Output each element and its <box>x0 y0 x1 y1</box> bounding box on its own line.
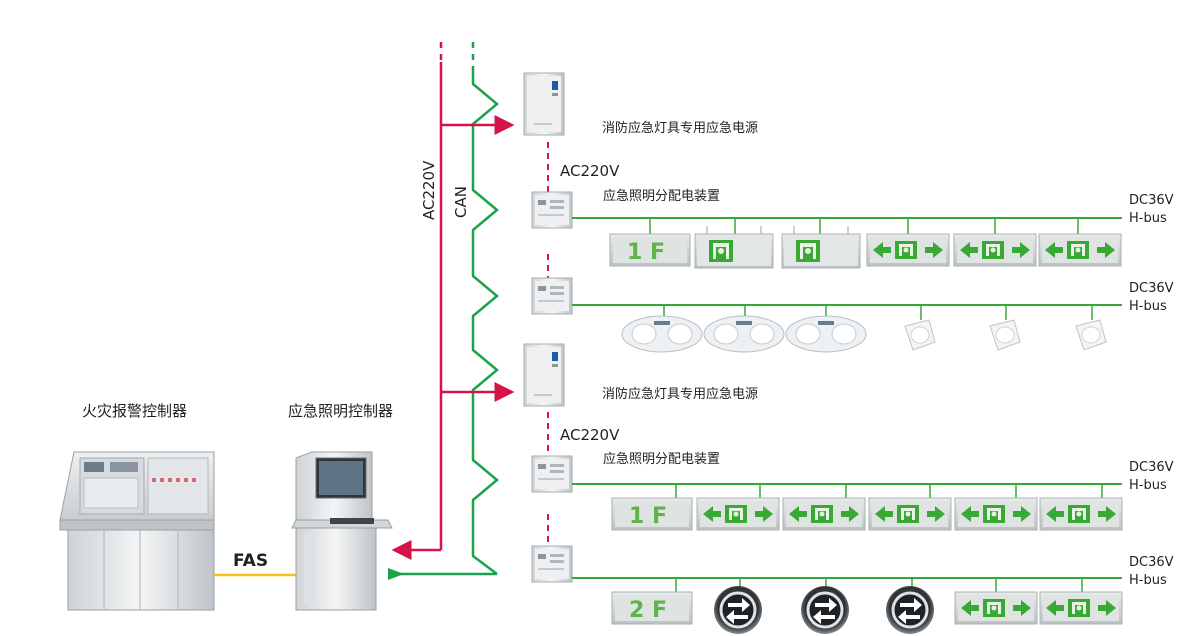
floor-sign-2f-row4: 2 F <box>611 591 693 625</box>
row1-drops <box>649 218 1079 234</box>
bidirectional-exit-sign-1 <box>866 233 950 267</box>
bus-type-2: H-bus <box>1129 299 1167 314</box>
power-supply-label-1: 消防应急灯具专用应急电源 <box>602 120 758 136</box>
distribution-label-1: 应急照明分配电装置 <box>603 188 720 204</box>
downlight-3 <box>1075 319 1107 351</box>
fire-alarm-controller-console <box>59 451 215 611</box>
twin-head-emergency-lamp-2 <box>703 315 785 353</box>
emergency-lighting-controller-console <box>291 451 393 611</box>
bus-type-3: H-bus <box>1129 478 1167 493</box>
round-direction-sign-1 <box>712 584 764 636</box>
downlight-2 <box>989 319 1021 351</box>
fire-alarm-controller-label: 火灾报警控制器 <box>82 402 187 420</box>
bus-voltage-4: DC36V <box>1129 555 1174 570</box>
hanging-exit-sign-2 <box>781 225 861 269</box>
fas-label: FAS <box>233 551 268 571</box>
twin-head-emergency-lamp-1 <box>621 315 703 353</box>
distribution-device-2 <box>531 277 573 315</box>
emergency-lighting-controller-label: 应急照明控制器 <box>288 402 393 420</box>
bidirectional-exit-sign-3 <box>1038 233 1122 267</box>
exit-sign-row4-1 <box>954 591 1038 625</box>
downlight-1 <box>904 319 936 351</box>
ac-vertical-label: AC220V <box>420 160 438 220</box>
can-controller-arrowhead <box>388 568 404 580</box>
bus-type-4: H-bus <box>1129 573 1167 588</box>
distribution-device-1 <box>531 191 573 229</box>
exit-sign-row4-2 <box>1039 591 1123 625</box>
bidirectional-exit-sign-2 <box>953 233 1037 267</box>
can-trunk <box>471 66 499 575</box>
twin-head-emergency-lamp-3 <box>785 315 867 353</box>
ac-branch-label-2: AC220V <box>560 426 620 444</box>
hanging-exit-sign-1 <box>694 225 774 269</box>
round-direction-sign-3 <box>884 584 936 636</box>
exit-sign-row3-3 <box>868 497 952 531</box>
bus-voltage-3: DC36V <box>1129 460 1174 475</box>
exit-sign-row3-2 <box>782 497 866 531</box>
round-direction-sign-2 <box>799 584 851 636</box>
can-vertical-label: CAN <box>452 186 470 218</box>
bus-voltage-1: DC36V <box>1129 193 1174 208</box>
exit-sign-row3-4 <box>954 497 1038 531</box>
power-supply-label-2: 消防应急灯具专用应急电源 <box>602 386 758 402</box>
floor-sign-1f-row3: 1 F <box>611 497 693 531</box>
distribution-label-3: 应急照明分配电装置 <box>603 451 720 467</box>
bus-voltage-2: DC36V <box>1129 281 1174 296</box>
floor-sign-1f-row1: 1 F <box>609 233 691 267</box>
exit-sign-row3-5 <box>1039 497 1123 531</box>
bus-type-1: H-bus <box>1129 211 1167 226</box>
floor-sign-1f-row1-text: 1 F <box>627 240 665 265</box>
power-supply-cabinet-1 <box>523 72 565 136</box>
floor-sign-1f-row3-text: 1 F <box>629 504 667 529</box>
distribution-device-4 <box>531 545 573 583</box>
exit-sign-row3-1 <box>696 497 780 531</box>
row3-drops <box>675 484 1103 498</box>
distribution-device-3 <box>531 455 573 493</box>
floor-sign-2f-row4-text: 2 F <box>629 598 667 623</box>
ac-branch-label-1: AC220V <box>560 162 620 180</box>
power-supply-cabinet-2 <box>523 343 565 407</box>
